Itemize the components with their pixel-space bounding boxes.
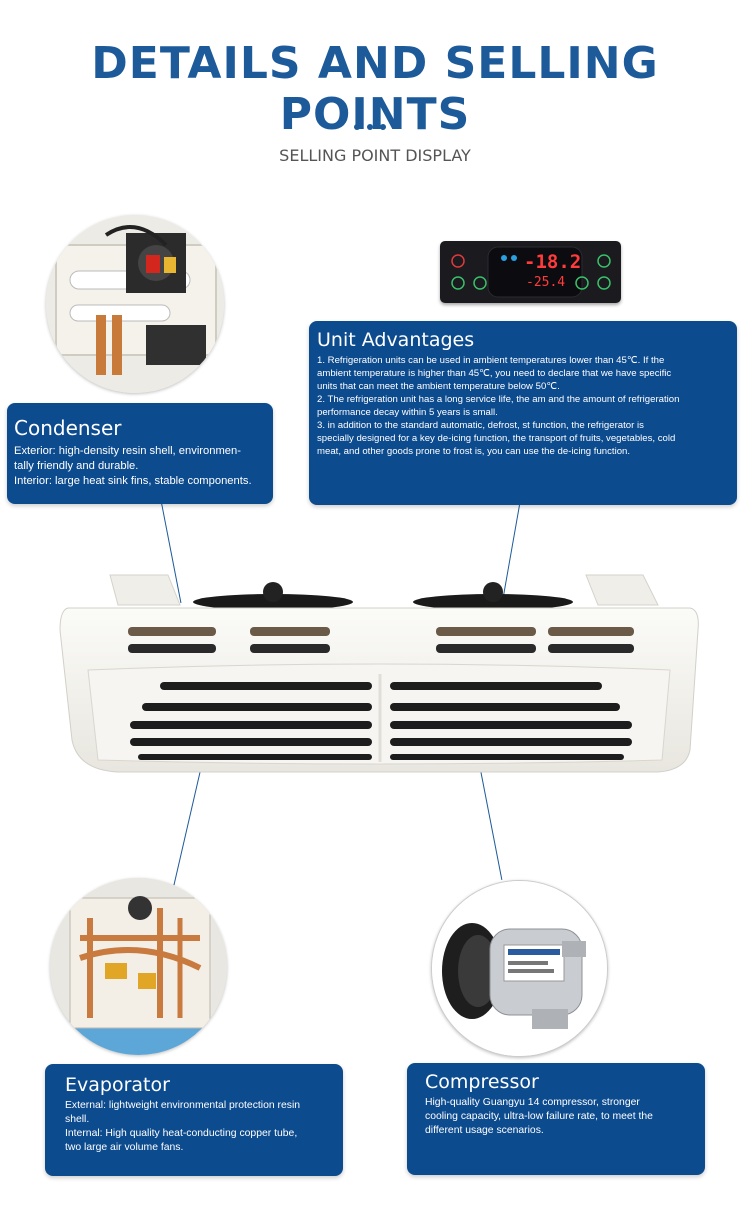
- controller-display: -18.2 -25.4: [440, 241, 621, 303]
- card-unit-advantages: Unit Advantages 1. Refrigeration units c…: [309, 321, 737, 505]
- card-body: External: lightweight environmental prot…: [65, 1100, 301, 1154]
- compressor-photo: [431, 880, 608, 1057]
- card-title: Compressor: [425, 1071, 539, 1093]
- card-title: Unit Advantages: [317, 329, 475, 351]
- divider-dots: [354, 117, 396, 130]
- page-title: DETAILS AND SELLING POINTS: [91, 38, 659, 140]
- display-temp-top: -18.2: [524, 251, 582, 273]
- card-compressor: Compressor High-quality Guangyu 14 compr…: [407, 1063, 705, 1175]
- card-title: Condenser: [14, 416, 122, 440]
- display-temp-bottom: -25.4: [526, 275, 566, 290]
- card-body: 1. Refrigeration units can be used in am…: [317, 355, 680, 457]
- connector-evaporator: [173, 770, 202, 886]
- evaporator-photo: [50, 878, 227, 1055]
- card-evaporator: Evaporator External: lightweight environ…: [45, 1064, 343, 1176]
- condenser-photo: [46, 215, 224, 393]
- card-title: Evaporator: [65, 1074, 170, 1096]
- page-subtitle: SELLING POINT DISPLAY: [279, 146, 471, 165]
- card-condenser: Condenser Exterior: high-density resin s…: [7, 403, 273, 504]
- card-body: High-quality Guangyu 14 compressor, stro…: [425, 1097, 653, 1137]
- connector-compressor: [480, 769, 503, 880]
- refrigeration-unit-image: [58, 570, 700, 775]
- card-body: Exterior: high-density resin shell, envi…: [14, 445, 252, 488]
